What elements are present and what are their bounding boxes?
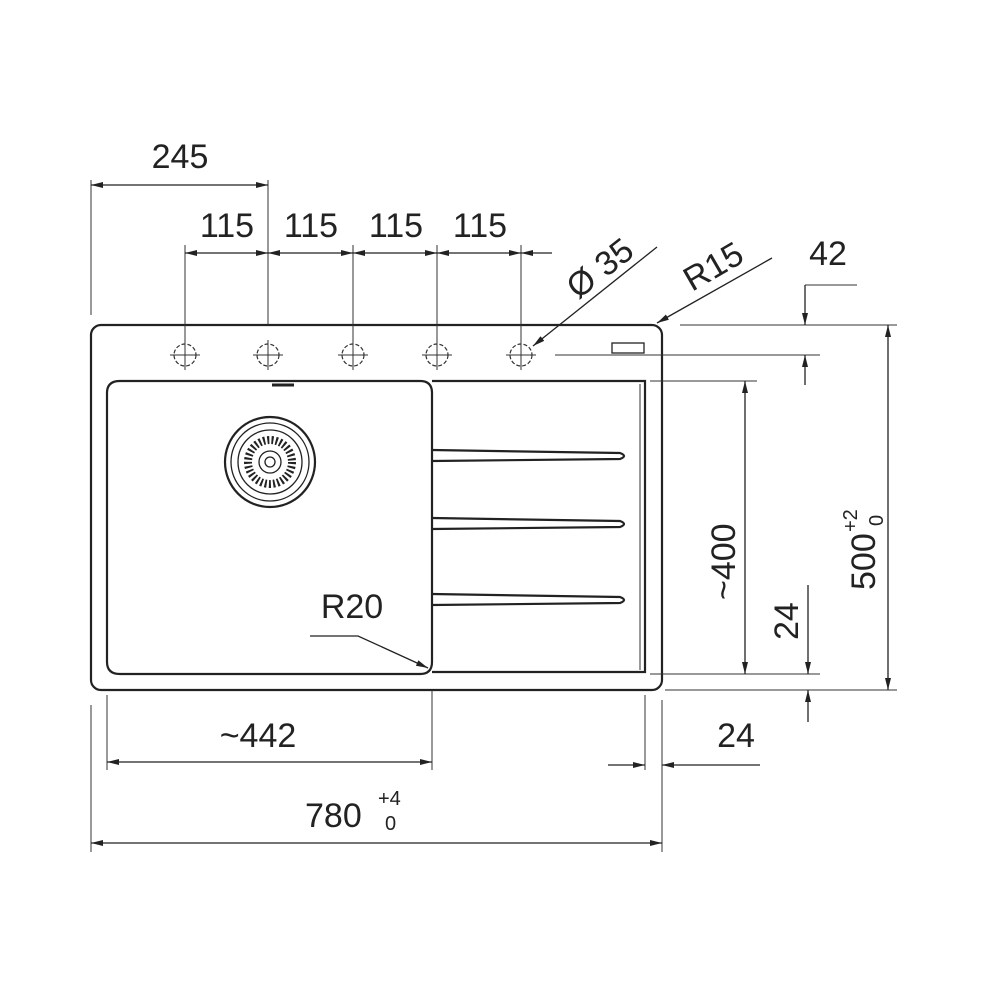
- drain-strainer-icon: [223, 415, 317, 509]
- dim-total-width-tol-lower: 0: [385, 813, 396, 835]
- dim-hole-offset: 245: [152, 138, 209, 176]
- dim-hole-spacing: 115: [284, 207, 338, 245]
- dim-bowl-depth: ~400: [705, 523, 743, 600]
- dim-corner-radius: R15: [677, 235, 750, 299]
- dim-total-depth-tol-upper: +2: [840, 509, 862, 532]
- dim-total-width-tol-upper: +4: [378, 788, 401, 810]
- sink-outline: [89, 323, 664, 692]
- dim-hole-diameter: Ø 35: [560, 231, 641, 306]
- dim-bowl-width: ~442: [220, 717, 297, 755]
- dim-bowl-radius: R20: [321, 588, 383, 626]
- tap-slot: [611, 342, 645, 354]
- dim-hole-spacing: 115: [200, 207, 254, 245]
- dim-rim-right: 24: [717, 717, 755, 755]
- dim-total-depth: 500: [845, 533, 883, 590]
- tap-hole-icon: [253, 340, 283, 370]
- dim-total-width: 780: [305, 797, 362, 835]
- drainer-outline: [432, 379, 647, 674]
- bowl-outline: [105, 379, 434, 676]
- dim-hole-spacing: 115: [369, 207, 423, 245]
- drainer-ribs: [431, 448, 626, 607]
- dim-rim-bottom: 24: [768, 602, 806, 640]
- dim-hole-spacing: 115: [453, 207, 507, 245]
- dim-hole-row-offset: 42: [809, 235, 847, 273]
- dim-total-depth-tol-lower: 0: [866, 515, 888, 526]
